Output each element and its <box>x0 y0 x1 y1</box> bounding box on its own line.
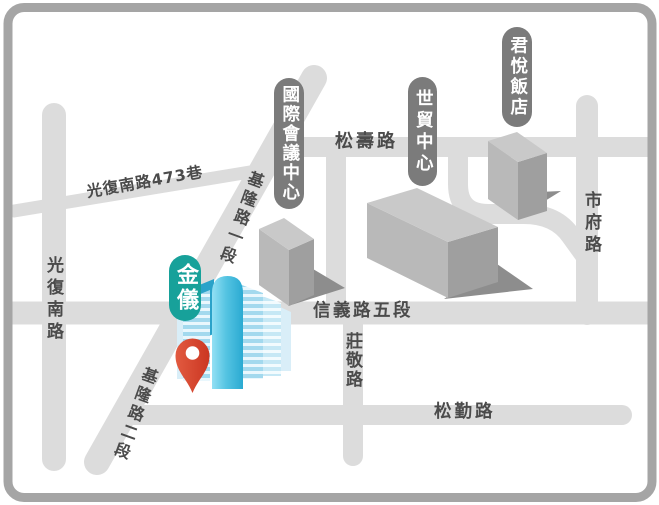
building-ticc <box>259 218 345 306</box>
road-label-songshou: 松壽路 <box>335 131 398 152</box>
bubble-world-trade-center: 世貿中心 <box>408 77 437 186</box>
building-front <box>259 229 289 306</box>
building-top <box>259 218 314 250</box>
building-top <box>367 188 498 242</box>
building-front <box>367 203 448 298</box>
location-pin-icon <box>175 338 210 393</box>
road-label-shifu: 市府路 <box>581 191 601 257</box>
roads <box>6 65 653 475</box>
road-label-zhuangjing: 莊敬路 <box>342 332 362 389</box>
building-side <box>289 239 314 306</box>
road-label-songqin: 松勤路 <box>434 402 496 422</box>
road-hyatt-loop <box>448 137 594 264</box>
road-inner-vertical <box>326 145 346 315</box>
building-twtc <box>367 188 533 299</box>
bubble-intl-convention-center: 國際會議中心 <box>274 78 304 209</box>
map-border <box>3 3 657 502</box>
bubble-grand-hyatt-hotel: 君悅飯店 <box>502 27 532 127</box>
road-guangfu-south <box>42 103 66 471</box>
road-label-xinyi-sec5: 信義路五段 <box>313 301 413 321</box>
building-top <box>488 132 547 162</box>
building-side <box>448 227 498 298</box>
building-front <box>488 141 518 220</box>
road-guangfu-lane-473 <box>7 165 257 218</box>
bubble-jinyi-company: 金儀 <box>169 255 201 321</box>
building-grand-hyatt <box>488 132 561 220</box>
building-side <box>518 153 547 220</box>
road-label-guangfu-south: 光復南路 <box>43 256 63 344</box>
